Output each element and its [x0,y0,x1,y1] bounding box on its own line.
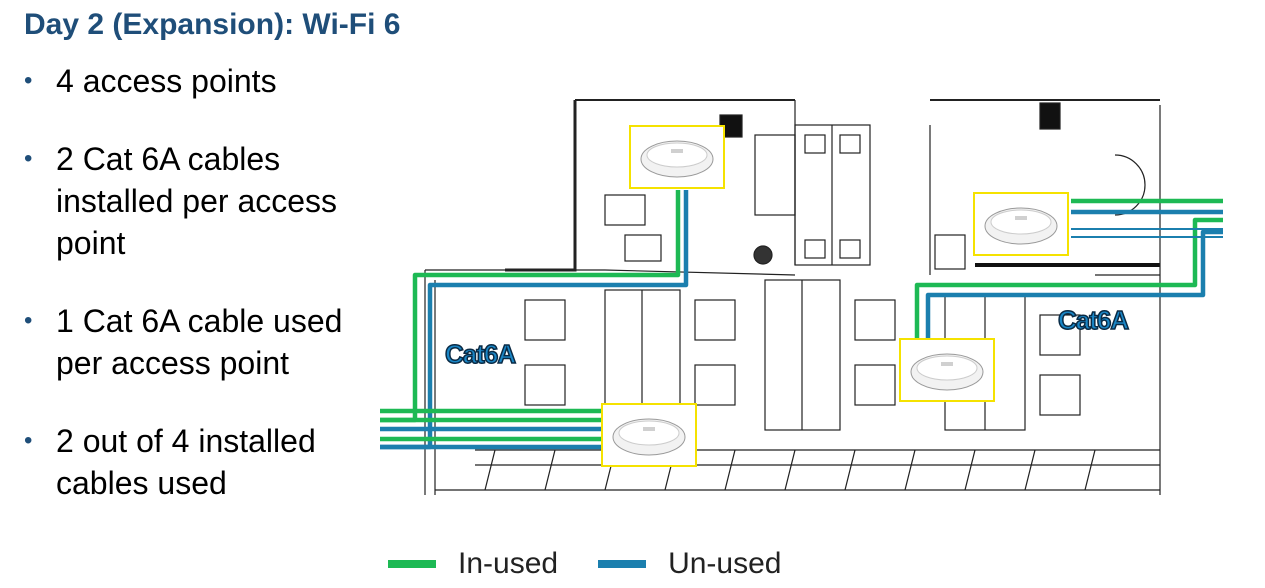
bullet-text: 2 Cat 6A cables installed per access poi… [56,141,338,261]
slide-title: Day 2 (Expansion): Wi-Fi 6 [24,8,401,41]
access-point-4 [601,403,697,467]
access-point-icon [910,353,984,391]
access-point-2 [973,192,1069,256]
bullet-item: • 1 Cat 6A cable used per access point [24,300,384,384]
bullet-text: 2 out of 4 installed cables used [56,423,316,501]
bullet-text: 1 Cat 6A cable used per access point [56,303,343,381]
office-floor-plan: Cat6A Cat6A [375,95,1265,525]
access-point-icon [984,207,1058,245]
bullet-dot-icon: • [24,427,33,454]
bullet-item: • 2 out of 4 installed cables used [24,420,384,504]
bullet-text: 4 access points [56,63,277,99]
legend-un-used-label: Un-used [668,547,782,580]
cable-label-left: Cat6A [444,338,517,370]
legend-un-used-swatch [598,560,647,568]
access-point-1 [629,125,725,189]
bullet-dot-icon: • [24,67,33,94]
bullet-dot-icon: • [24,307,33,334]
bullet-item: • 2 Cat 6A cables installed per access p… [24,138,384,264]
bullet-item: • 4 access points [24,60,384,102]
legend-in-used-swatch [388,560,436,568]
legend: In-used Un-used [388,546,821,582]
floor-plan-drawing [380,99,1223,495]
access-point-3 [899,338,995,402]
bullet-dot-icon: • [24,145,33,172]
legend-in-used-label: In-used [458,547,559,580]
cable-label-right: Cat6A [1057,304,1130,336]
access-point-icon [640,140,714,178]
access-point-icon [612,418,686,456]
